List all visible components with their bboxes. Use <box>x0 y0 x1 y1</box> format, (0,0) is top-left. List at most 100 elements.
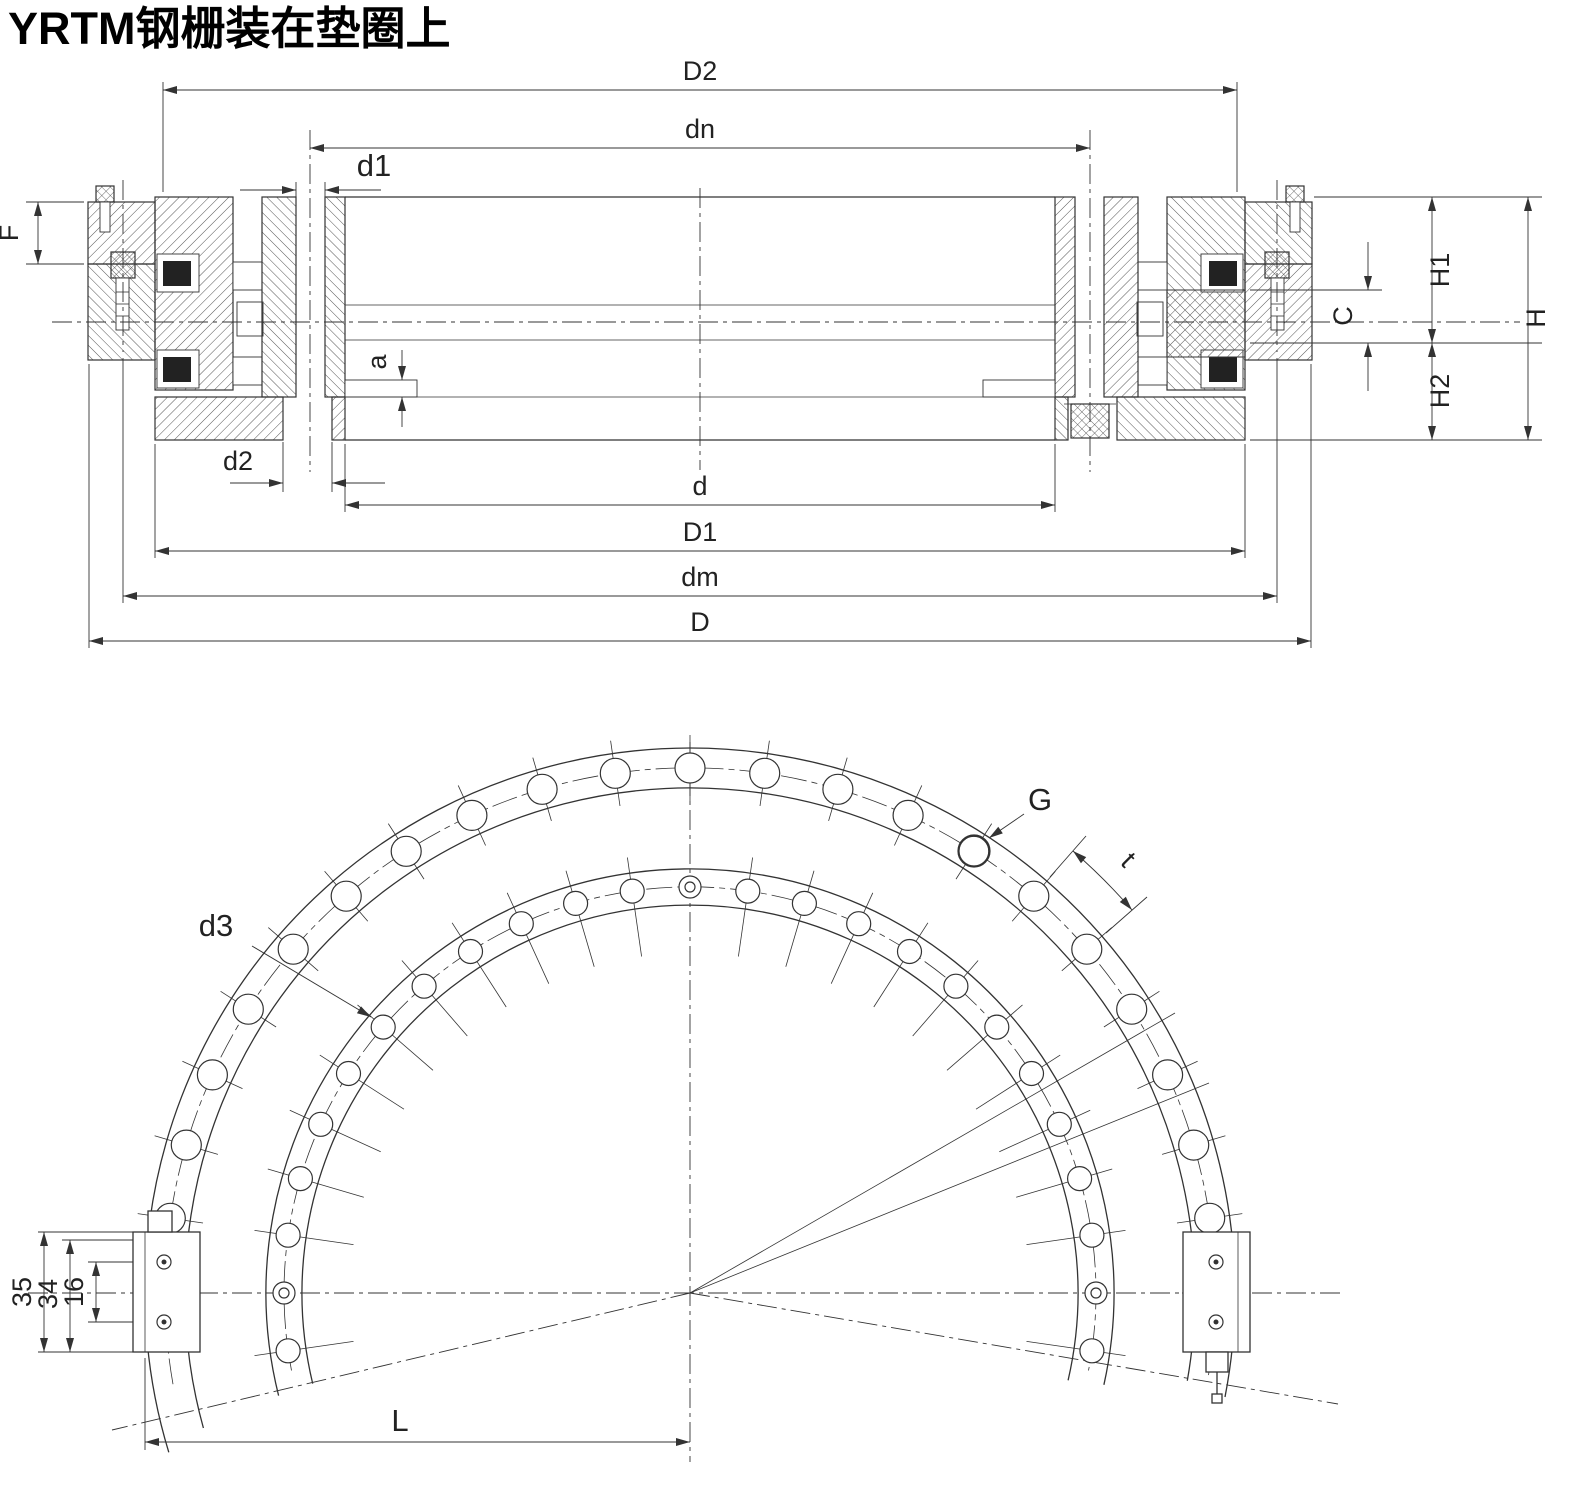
inner-ring-section <box>324 196 346 398</box>
inner-bolt-hole <box>370 1014 396 1040</box>
measuring-head-right <box>1182 1231 1251 1404</box>
dim-label-d2: d2 <box>223 446 253 476</box>
dim-L: L <box>144 1358 690 1450</box>
dim-label-d1: d1 <box>357 148 391 183</box>
plan-outer-ring-inner-edge <box>184 787 1196 1429</box>
fixing-screw-head <box>95 185 115 203</box>
inner-bolt-hole <box>1046 1111 1072 1137</box>
plan-inner-ring-outer-edge <box>265 868 1115 1396</box>
seal-strip <box>163 261 191 286</box>
axial-roller <box>232 356 263 386</box>
inner-hole-tick <box>873 922 929 1008</box>
inner-bolt-hole <box>943 973 969 999</box>
drawing-title: YRTM钢栅装在垫圈上 <box>8 3 451 54</box>
inner-hole-tick <box>830 892 874 984</box>
inner-bolt-hole <box>287 1165 313 1192</box>
outer-bolt-hole <box>749 757 781 789</box>
inner-hole-tick <box>565 870 595 967</box>
dim-label-d: d <box>692 471 707 501</box>
outer-bolt-hole <box>674 752 706 784</box>
seal-strip <box>163 357 191 382</box>
dim-label-34: 34 <box>33 1279 63 1309</box>
inner-bolt-hole <box>619 878 645 904</box>
dim-label-D1: D1 <box>683 517 718 547</box>
outer-bolt-hole <box>892 799 924 832</box>
inner-hole-tick <box>506 892 550 984</box>
inner-hole-tick <box>627 857 642 957</box>
inner-hole-tick <box>267 1168 364 1198</box>
measuring-head-body <box>132 1231 201 1353</box>
outer-bolt-hole <box>526 773 558 805</box>
dim-label-C: C <box>1328 306 1358 326</box>
dim-label-H2: H2 <box>1425 374 1455 409</box>
outer-bolt-circle <box>164 767 1216 1385</box>
dim-label-dm: dm <box>681 562 719 592</box>
inner-hole-tick <box>254 1230 354 1245</box>
reference-hole-inner <box>1090 1287 1102 1299</box>
inner-hole-tick <box>1026 1341 1126 1356</box>
g-hole-emphasis <box>957 834 991 868</box>
inner-bolt-hole <box>275 1222 301 1248</box>
section-dimensions: D2 dn d1 F H1 H2 <box>0 56 1551 648</box>
inner-hole-tick <box>975 1054 1061 1110</box>
section-view: D2 dn d1 F H1 H2 <box>0 56 1551 648</box>
plan-outer-ring-outer-edge <box>144 747 1236 1453</box>
cable-end <box>1211 1393 1223 1404</box>
crosshatch-block <box>1166 289 1246 358</box>
inner-bolt-hole <box>508 911 534 937</box>
spacer-ring-section <box>154 396 284 441</box>
inner-hole-tick <box>785 870 815 967</box>
spacer-screw-head <box>1070 403 1110 439</box>
dim-label-H: H <box>1521 308 1551 328</box>
section-right-extras <box>1064 289 1246 439</box>
dim-t: t <box>1049 835 1148 934</box>
head-height-dimensions: 35 34 16 <box>7 1231 133 1353</box>
dim-label-a: a <box>362 354 392 370</box>
dim-d3: d3 <box>199 908 372 1018</box>
plan-rings-and-holes <box>132 735 1248 1453</box>
outer-bolt-hole <box>196 1059 228 1091</box>
inner-bolt-hole <box>791 890 818 917</box>
cable-stub <box>1205 1351 1229 1373</box>
dim-label-G: G <box>1028 782 1052 817</box>
spacer-ring-section <box>331 396 346 441</box>
outer-bolt-hole <box>170 1129 202 1161</box>
outer-bolt-hole <box>599 757 631 789</box>
outer-bolt-hole <box>232 993 264 1025</box>
outer-bolt-hole <box>330 880 362 912</box>
dim-label-D2: D2 <box>683 56 718 86</box>
fixing-screw-shaft <box>99 201 111 233</box>
plan-view: G t d3 <box>7 735 1345 1462</box>
dim-label-t: t <box>1115 846 1142 873</box>
inner-hole-tick <box>946 1004 1023 1071</box>
outer-bolt-hole <box>1178 1129 1210 1161</box>
dim-G: G <box>957 782 1052 868</box>
outer-bolt-hole <box>390 835 422 867</box>
dim-label-35: 35 <box>7 1277 37 1307</box>
inner-bolt-hole <box>562 890 589 917</box>
plan-inner-ring-inner-edge <box>301 904 1079 1384</box>
inner-bolt-hole <box>335 1060 362 1087</box>
inner-hole-tick <box>319 1054 405 1110</box>
inner-hole-tick <box>999 1109 1091 1153</box>
dim-label-dn: dn <box>685 114 715 144</box>
inner-hole-tick <box>289 1109 381 1153</box>
inner-hole-tick <box>738 857 753 957</box>
inner-hole-tick <box>1026 1230 1126 1245</box>
measuring-head-top-tab <box>147 1210 173 1233</box>
plan-centerlines <box>28 742 1345 1462</box>
axial-roller <box>232 261 263 291</box>
measuring-head-left <box>132 1210 201 1353</box>
outer-bolt-hole <box>1116 993 1148 1025</box>
inner-hole-tick <box>1016 1168 1113 1198</box>
inner-bolt-hole <box>735 878 761 904</box>
dim-label-L: L <box>391 1403 408 1438</box>
radial-roller <box>236 301 264 337</box>
inner-bolt-hole <box>846 911 872 937</box>
dim-label-H1: H1 <box>1425 253 1455 288</box>
inner-hole-tick <box>254 1341 354 1356</box>
reference-hole-inner <box>684 881 696 893</box>
inner-hole-tick <box>451 922 507 1008</box>
section-right-assembly <box>982 129 1313 473</box>
inner-hole-tick <box>912 960 979 1037</box>
